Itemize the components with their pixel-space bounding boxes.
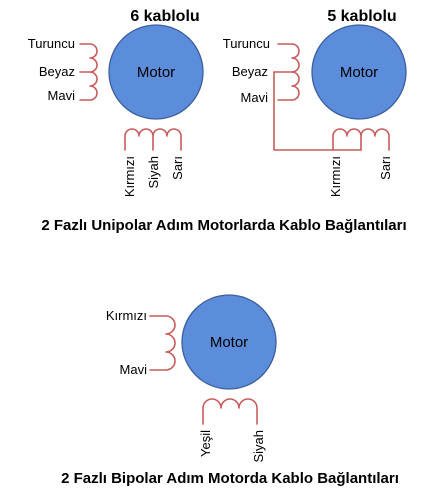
six-wire-motor-label: Motor bbox=[137, 64, 175, 81]
five-wire-motor-group: 5 kablolu Motor Turuncu Beyaz Mavi Kırmı… bbox=[223, 8, 407, 197]
bipolar-label-siyah: Siyah bbox=[251, 430, 266, 463]
bipolar-label-mavi: Mavi bbox=[120, 362, 148, 377]
bipolar-label-yesil: Yeşil bbox=[198, 430, 213, 457]
five-wire-label-mavi: Mavi bbox=[241, 90, 269, 105]
five-wire-motor bbox=[311, 24, 407, 120]
six-wire-heading: 6 kablolu bbox=[130, 8, 199, 25]
six-wire-label-kirmizi: Kırmızı bbox=[122, 156, 137, 197]
unipolar-caption: 2 Fazlı Unipolar Adım Motorlarda Kablo B… bbox=[41, 217, 406, 234]
five-wire-label-beyaz: Beyaz bbox=[232, 64, 268, 79]
six-wire-label-mavi: Mavi bbox=[48, 88, 76, 103]
six-wire-label-sari: Sarı bbox=[170, 156, 185, 180]
five-wire-label-turuncu: Turuncu bbox=[223, 36, 270, 51]
five-wire-motor-label: Motor bbox=[340, 64, 378, 81]
bipolar-motor-label: Motor bbox=[210, 334, 248, 351]
six-wire-label-turuncu: Turuncu bbox=[28, 36, 75, 51]
six-wire-label-beyaz: Beyaz bbox=[39, 64, 75, 79]
six-wire-motor-group: 6 kablolu Motor Turuncu Beyaz Mavi Kırmı… bbox=[28, 8, 204, 197]
bipolar-caption: 2 Fazlı Bipolar Adım Motorda Kablo Bağla… bbox=[61, 470, 399, 487]
bipolar-bottom-coil bbox=[202, 398, 258, 425]
five-wire-label-kirmizi: Kırmızı bbox=[328, 156, 343, 197]
bipolar-motor bbox=[181, 294, 277, 390]
bipolar-label-kirmizi: Kırmızı bbox=[106, 308, 147, 323]
five-wire-common-wire bbox=[273, 71, 362, 151]
six-wire-motor bbox=[108, 24, 204, 120]
five-wire-heading: 5 kablolu bbox=[327, 8, 396, 25]
bipolar-left-coil bbox=[149, 315, 176, 371]
six-wire-label-siyah: Siyah bbox=[146, 156, 161, 189]
five-wire-label-sari: Sarı bbox=[378, 156, 393, 180]
bipolar-motor-group: Motor Kırmızı Mavi Yeşil Siyah bbox=[106, 294, 277, 463]
